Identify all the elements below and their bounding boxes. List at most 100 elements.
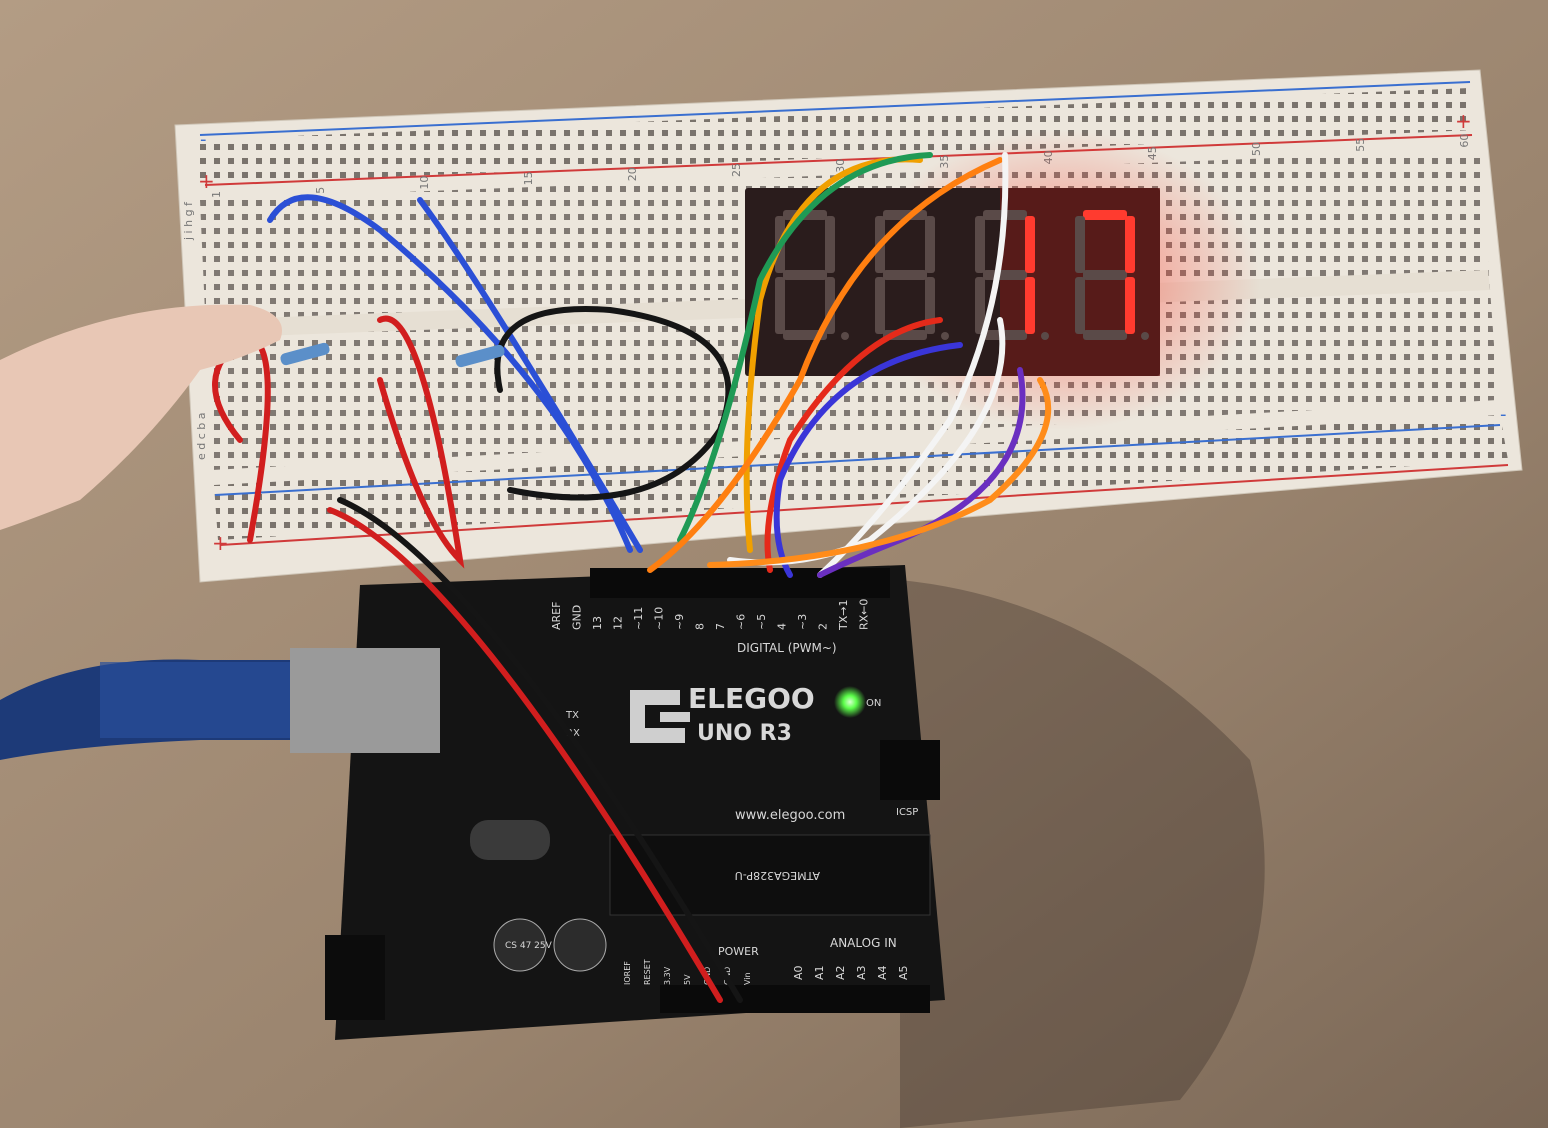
analog-pin-label: A0 xyxy=(792,965,805,980)
decimal-point xyxy=(1141,332,1149,340)
column-number: 15 xyxy=(522,171,535,185)
elegoo-logo xyxy=(630,690,690,743)
column-number: 25 xyxy=(730,163,743,177)
digital-pin-label: 2 xyxy=(817,623,830,630)
column-number: 50 xyxy=(1250,142,1263,156)
power-pin-label: RESET xyxy=(643,959,652,985)
column-number: 10 xyxy=(418,176,431,190)
segment-f xyxy=(975,216,985,273)
icsp-label: ICSP xyxy=(896,807,918,818)
digital-pin-label: ~10 xyxy=(653,607,666,630)
rail-plus-label-right: + xyxy=(1455,109,1472,133)
arduino-uno-board: ATMEGA328P-U CS 47 25V ICSP ELEGOO UNO R… xyxy=(325,565,945,1040)
segment-b xyxy=(1025,216,1035,273)
digit-2 xyxy=(875,210,949,340)
digital-pin-label: 13 xyxy=(591,616,604,630)
digital-pin-label: 7 xyxy=(714,623,727,630)
analog-pin-label: A1 xyxy=(813,965,826,980)
segment-g xyxy=(983,270,1027,280)
digital-pin-label: 4 xyxy=(776,623,789,630)
digital-pin-label: 8 xyxy=(694,623,707,630)
decimal-point xyxy=(841,332,849,340)
decimal-point xyxy=(941,332,949,340)
segment-g xyxy=(783,270,827,280)
usb-cable xyxy=(0,648,440,760)
segment-e xyxy=(875,277,885,334)
segment-g xyxy=(1083,270,1127,280)
website-label: www.elegoo.com xyxy=(735,808,845,823)
digital-pin-label: TX→1 xyxy=(837,600,850,631)
column-number: 30 xyxy=(834,159,847,173)
power-pin-label: IOREF xyxy=(623,961,632,985)
model-label: UNO R3 xyxy=(697,721,792,746)
column-number: 1 xyxy=(210,191,223,198)
digital-pin-label: GND xyxy=(571,605,584,630)
on-label: ON xyxy=(866,698,881,709)
segment-e xyxy=(975,277,985,334)
capacitor-2 xyxy=(553,918,607,972)
segment-f xyxy=(1075,216,1085,273)
capacitor-1 xyxy=(493,918,547,972)
power-analog-header xyxy=(660,985,930,1013)
power-pin-label: Vin xyxy=(743,972,752,985)
segment-e xyxy=(775,277,785,334)
segment-c xyxy=(1025,277,1035,334)
hand-shadow xyxy=(900,580,1265,1128)
column-number: 55 xyxy=(1354,138,1367,152)
digital-label: DIGITAL (PWM~) xyxy=(737,641,837,655)
row-letters-top: j i h g f xyxy=(182,201,195,241)
segment-d xyxy=(1083,330,1127,340)
segment-a xyxy=(1083,210,1127,220)
digital-pin-label: ~11 xyxy=(632,607,645,630)
power-pin-label: 3.3V xyxy=(663,966,672,985)
digital-pin-label: ~6 xyxy=(735,614,748,630)
segment-e xyxy=(1075,277,1085,334)
segment-b xyxy=(925,216,935,273)
column-number: 5 xyxy=(314,187,327,194)
bottom-power-rail xyxy=(214,415,1508,540)
analog-pin-label: A3 xyxy=(855,965,868,980)
finger xyxy=(0,304,282,530)
seven-segment-display: 17 xyxy=(745,130,1260,430)
row-letters-bottom: e d c b a xyxy=(195,412,208,460)
column-number: 20 xyxy=(626,167,639,181)
rx-label: RX xyxy=(566,728,580,739)
digital-pin-label: ~9 xyxy=(673,614,686,630)
analog-pin-label: A4 xyxy=(876,965,889,980)
segment-b xyxy=(825,216,835,273)
capacitor-label: CS 47 25V xyxy=(505,941,553,951)
rail-plus-label: + xyxy=(198,169,215,193)
rail-plus-label-bottom: + xyxy=(212,531,229,555)
brand-label: ELEGOO xyxy=(688,682,815,715)
digital-header xyxy=(590,568,890,598)
analog-pin-label: A5 xyxy=(897,965,910,980)
digital-pin-label: 12 xyxy=(612,616,625,630)
segment-b xyxy=(1125,216,1135,273)
column-number: 60 xyxy=(1458,134,1471,148)
tx-label: TX xyxy=(565,710,579,721)
resistors xyxy=(280,342,505,368)
jumper-wires xyxy=(212,152,1052,1003)
digital-pin-label: ~5 xyxy=(755,614,768,630)
top-power-rail xyxy=(195,88,1474,185)
chip-label: ATMEGA328P-U xyxy=(735,869,820,882)
crystal xyxy=(470,820,550,860)
usb-b-plug xyxy=(290,648,440,753)
analog-label: ANALOG IN xyxy=(830,936,897,950)
analog-pin-label: A2 xyxy=(834,965,847,980)
rail-minus-label: - xyxy=(200,129,207,150)
segment-g xyxy=(883,270,927,280)
icsp-header xyxy=(880,740,940,800)
analog-pin-labels: A0 A1 A2 A3 A4 A5 xyxy=(792,965,910,980)
rail-minus-label-right: - xyxy=(1500,404,1507,425)
digital-pin-label: RX←0 xyxy=(858,599,871,630)
power-pin-label: 5V xyxy=(683,974,692,985)
power-led xyxy=(834,686,866,718)
dc-jack xyxy=(325,935,385,1020)
power-label: POWER xyxy=(718,945,759,958)
segment-c xyxy=(1125,277,1135,334)
digital-pin-label: AREF xyxy=(550,602,563,630)
decimal-point xyxy=(1041,332,1049,340)
